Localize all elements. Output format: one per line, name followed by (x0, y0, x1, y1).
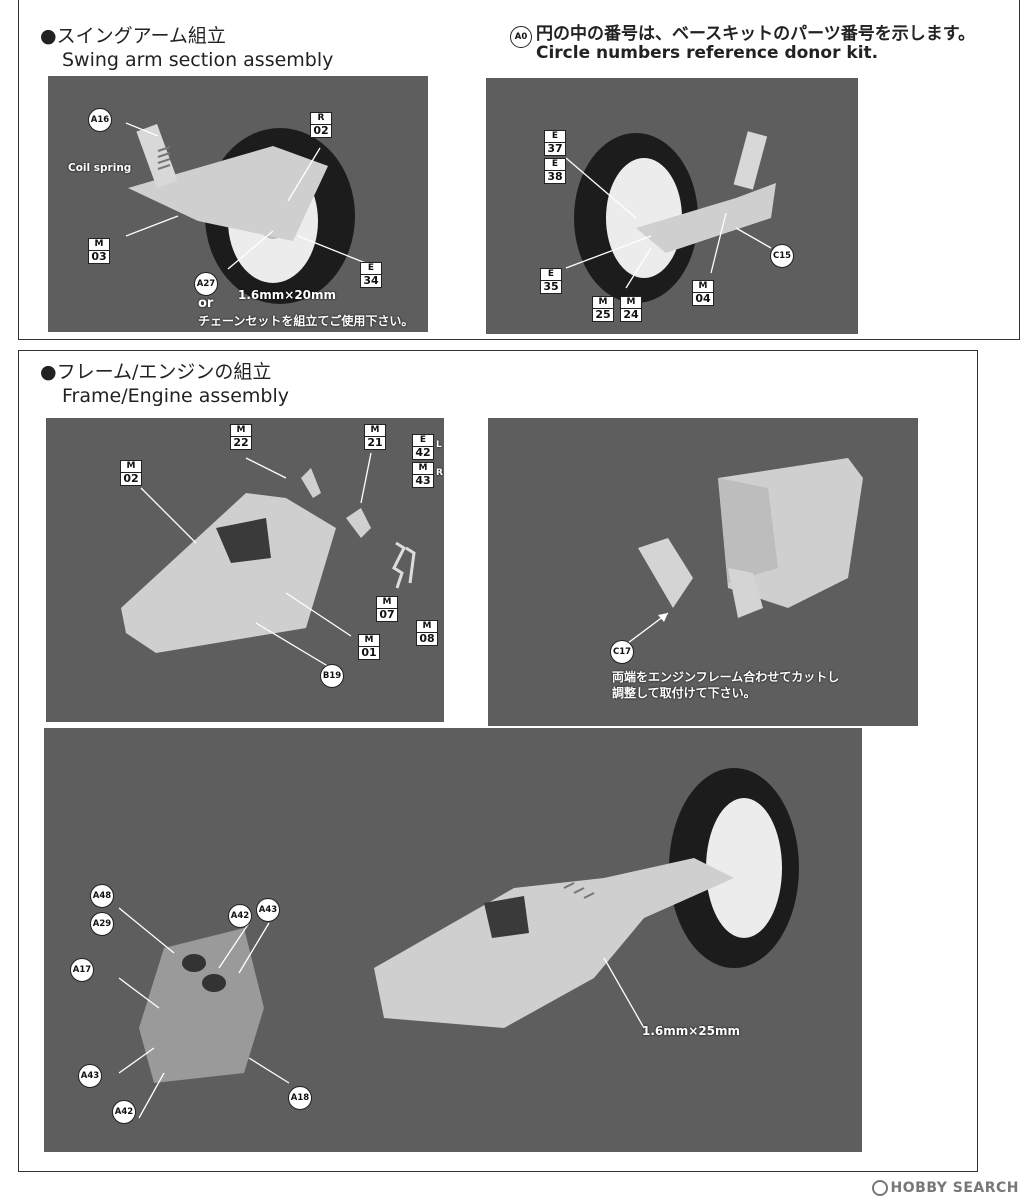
circle-c15: C15 (770, 244, 794, 268)
tag-m03-key: M (89, 239, 109, 251)
or-label: or (198, 296, 214, 311)
tag-m03-value: 03 (91, 250, 107, 263)
frame-engine-title-en: Frame/Engine assembly (62, 385, 289, 407)
tag-m02-key: M (121, 461, 141, 473)
watermark-text: HOBBY SEARCH (890, 1180, 1019, 1196)
circle-c17: C17 (610, 640, 634, 664)
tag-e37-key: E (545, 131, 565, 143)
size-label-20mm: 1.6mm×20mm (238, 288, 337, 302)
circle-a42-top: A42 (228, 904, 252, 928)
swing-arm-section-frame (18, 0, 1020, 340)
tag-m21-value: 21 (367, 436, 383, 449)
coil-spring-label: Coil spring (68, 162, 132, 174)
cut-note-line2: 調整して取付けて下さい。 (612, 686, 756, 700)
tag-e42-value: 42 (415, 446, 431, 459)
circle-b19: B19 (320, 664, 344, 688)
tag-m04-key: M (693, 281, 713, 293)
circle-a27: A27 (194, 272, 218, 296)
circle-a43-top: A43 (256, 898, 280, 922)
tag-m21-key: M (365, 425, 385, 437)
frame-engine-title-jp: ●フレーム/エンジンの組立 (40, 361, 272, 383)
tag-m08-key: M (417, 621, 437, 633)
tag-e38-key: E (545, 159, 565, 171)
side-l-label: L (436, 440, 442, 450)
tag-m08-value: 08 (419, 632, 435, 645)
tag-e34-key: E (361, 263, 381, 275)
frame-engine-section-title: ●フレーム/エンジンの組立 Frame/Engine assembly (40, 360, 289, 408)
swing-arm-title-jp: ●スイングアーム組立 (40, 25, 226, 47)
frame-photo-right: C17 両端をエンジンフレーム合わせてカットし 調整して取付けて下さい。 (488, 418, 918, 726)
tag-e42-key: E (413, 435, 433, 447)
tag-m24-key: M (621, 297, 641, 309)
circle-a17: A17 (70, 958, 94, 982)
tag-m22-value: 22 (233, 436, 249, 449)
size-label-25mm: 1.6mm×25mm (642, 1024, 741, 1038)
swing-arm-right-illustration (565, 131, 776, 303)
circle-a18: A18 (288, 1086, 312, 1110)
full-assembly-photo: A48 A29 A42 A43 A17 A43 A42 A18 1.6mm×25… (44, 728, 862, 1152)
tag-m24-value: 24 (623, 308, 639, 321)
note-jp: 円の中の番号は、ベースキットのパーツ番号を示します。 (536, 24, 976, 44)
tag-m07-value: 07 (379, 608, 395, 621)
circle-a16: A16 (88, 108, 112, 132)
tag-m22-key: M (231, 425, 251, 437)
cut-note-line1: 両端をエンジンフレーム合わせてカットし (612, 670, 840, 684)
tag-m25-key: M (593, 297, 613, 309)
tag-e34-value: 34 (363, 274, 379, 287)
circle-a48: A48 (90, 884, 114, 908)
tag-m43-key: M (413, 463, 433, 475)
tag-e38-value: 38 (547, 170, 563, 183)
tag-m02-value: 02 (123, 472, 139, 485)
swing-arm-section-title: ●スイングアーム組立 Swing arm section assembly (40, 24, 333, 72)
tag-e35-value: 35 (543, 280, 559, 293)
tag-m04-value: 04 (695, 292, 711, 305)
frame-left-illustration (121, 452, 416, 669)
tag-e35-key: E (541, 269, 561, 281)
full-assembly-illustration (118, 768, 799, 1119)
hobby-search-logo-icon (871, 1180, 888, 1196)
side-r-label: R (436, 468, 443, 478)
circle-a29: A29 (90, 912, 114, 936)
chain-set-note: チェーンセットを組立てご使用下さい。 (198, 314, 414, 328)
tag-r02-value: 02 (313, 124, 329, 137)
tag-m25-value: 25 (595, 308, 611, 321)
circle-a42-bottom: A42 (112, 1100, 136, 1124)
tag-m01-key: M (359, 635, 379, 647)
tag-e37-value: 37 (547, 142, 563, 155)
tag-m01-value: 01 (361, 646, 377, 659)
note-circle-a0: A0 (510, 26, 532, 48)
frame-engine-section-frame (18, 350, 978, 1172)
swing-arm-title-en: Swing arm section assembly (62, 49, 334, 71)
tag-m07-key: M (377, 597, 397, 609)
frame-right-illustration (627, 458, 863, 644)
swing-arm-left-illustration (125, 122, 369, 304)
tag-r02-key: R (311, 113, 331, 125)
tag-m43-value: 43 (415, 474, 431, 487)
circle-a43-bottom: A43 (78, 1064, 102, 1088)
note-en: Circle numbers reference donor kit. (536, 43, 879, 63)
hobby-search-watermark: HOBBY SEARCH (871, 1180, 1019, 1196)
